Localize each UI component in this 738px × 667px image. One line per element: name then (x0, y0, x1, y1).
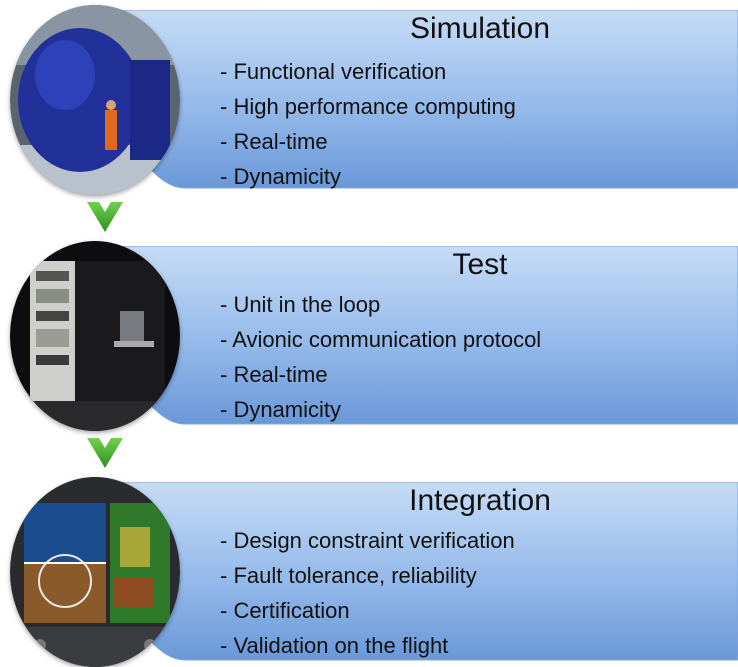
list-item: - Unit in the loop (220, 292, 381, 317)
cockpit-display-photo (10, 477, 180, 667)
list-item: - Fault tolerance, reliability (220, 563, 477, 588)
stage-item-list: - Unit in the loop - Avionic communicati… (220, 287, 735, 427)
stage-title: Simulation (409, 12, 551, 45)
list-item: - Real-time (220, 362, 328, 387)
list-item: - Design constraint verification (220, 528, 515, 553)
test-bench-photo (10, 241, 180, 431)
stage-item-list: - Functional verification - High perform… (220, 54, 735, 194)
stage-title: Integration (409, 484, 551, 517)
list-item: - Real-time (220, 129, 328, 154)
list-item: - Dynamicity (220, 164, 342, 189)
list-item: - Avionic communication protocol (220, 327, 542, 352)
stage-item-list: - Design constraint verification - Fault… (220, 523, 735, 663)
flight-simulator-dome-photo (10, 5, 180, 195)
list-item: - Dynamicity (220, 397, 342, 422)
down-chevron-icon (85, 198, 125, 236)
stage-title: Test (452, 248, 508, 281)
list-item: - Certification (220, 598, 350, 623)
list-item: - Functional verification (220, 59, 447, 84)
list-item: - High performance computing (220, 94, 516, 119)
list-item: - Validation on the flight (220, 633, 449, 658)
down-chevron-icon (85, 434, 125, 472)
